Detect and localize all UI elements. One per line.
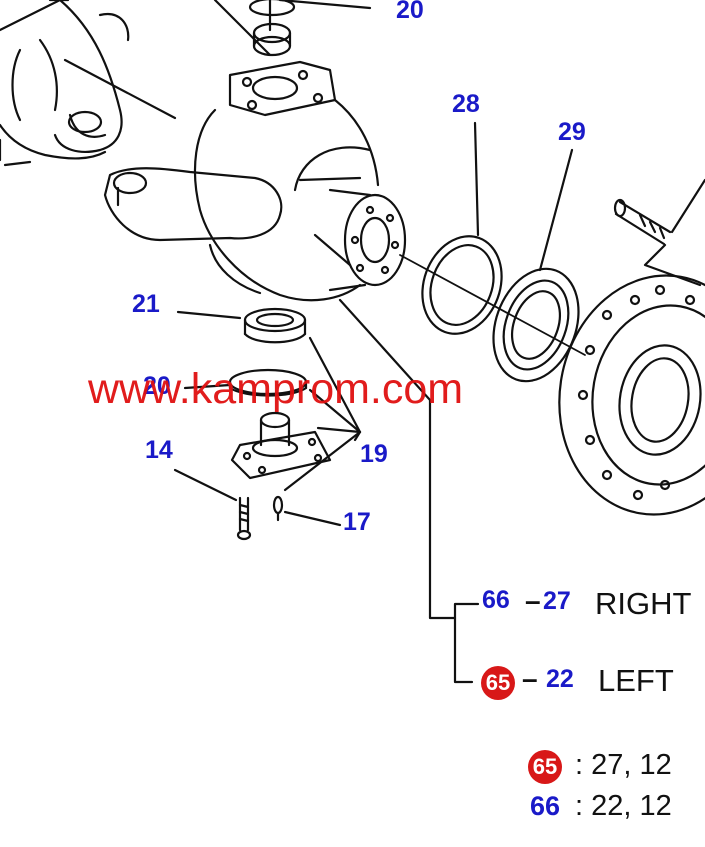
variant-left-part: 22 [546, 665, 574, 693]
axle-housing-yoke [0, 0, 130, 167]
callout-28: 28 [452, 90, 480, 118]
variant-right-part: 27 [543, 587, 571, 615]
wheel-hub [558, 274, 705, 516]
part-29-bearing [492, 148, 580, 383]
wheel-stud [613, 178, 705, 287]
callout-17: 17 [343, 508, 371, 536]
variant-right-badge: 66 [482, 586, 510, 614]
part-20-top-bearing [248, 0, 296, 57]
part-17-grease-nipple [272, 495, 342, 527]
variant-right-label: RIGHT [595, 586, 692, 621]
variant-left-dash: – [522, 663, 538, 694]
callout-21: 21 [132, 290, 160, 318]
legend-badge-66: 66 [530, 791, 561, 821]
watermark-text: www.kamprom.com [88, 365, 464, 413]
king-pin-retainer [230, 411, 332, 480]
legend-text-66: : 22, 12 [575, 790, 672, 822]
part-20-lower-bearing [183, 368, 308, 397]
legend-text-65: : 27, 12 [575, 749, 672, 781]
variant-left-badge: 65 [481, 666, 515, 700]
part-28-oil-seal [421, 121, 503, 335]
callout-29: 29 [558, 118, 586, 146]
variant-left-label: LEFT [598, 663, 674, 698]
callout-20-top: 20 [396, 0, 424, 24]
variant-right-dash: – [525, 585, 541, 616]
part-14-bolt [173, 468, 252, 541]
callout-20-mid: 20 [143, 372, 171, 400]
steering-knuckle [103, 60, 407, 302]
legend-badge-65: 65 [528, 750, 562, 784]
callout-19: 19 [360, 440, 388, 468]
part-21-bearing [176, 307, 307, 344]
callout-14: 14 [145, 436, 173, 464]
